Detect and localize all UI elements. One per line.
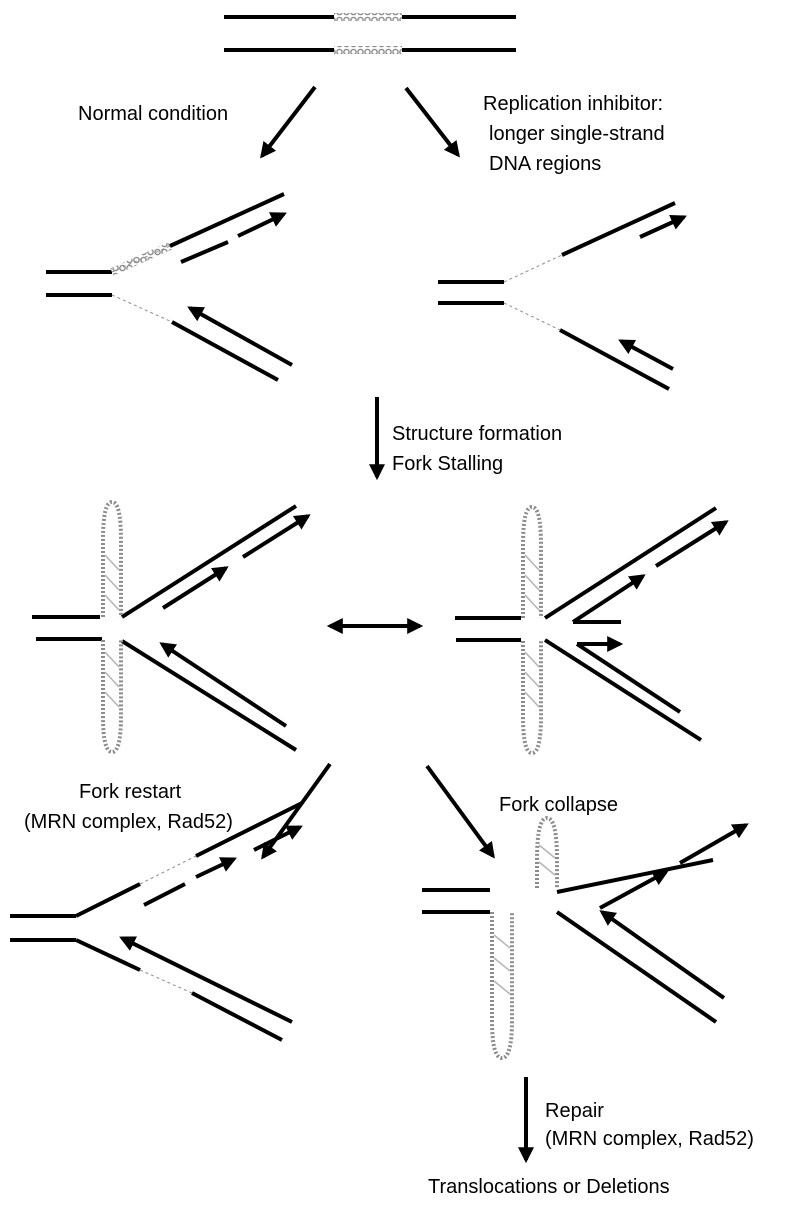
stalled-fork-right [455, 504, 729, 756]
label-normal-condition: Normal condition [78, 103, 228, 125]
hairpin-collapsed-bottom [490, 912, 514, 1061]
hairpin-top-left [101, 499, 123, 617]
process-arrow-restart [261, 762, 332, 860]
label-inhibitor-line3: DNA regions [489, 153, 601, 175]
label-fork-stalling: Fork Stalling [392, 453, 503, 475]
hairpin-top-right [521, 504, 543, 618]
hairpin-bottom-right [521, 641, 543, 756]
label-structure-formation: Structure formation [392, 423, 562, 445]
hairpin-collapsed-top [535, 815, 559, 888]
fork-normal [46, 192, 293, 382]
label-fork-restart-line1: Fork restart [79, 781, 182, 803]
hairpin-bottom-left [101, 640, 123, 755]
stalled-fork-left [32, 499, 311, 755]
label-outcome: Translocations or Deletions [428, 1176, 670, 1198]
label-repair-line1: Repair [545, 1100, 604, 1122]
label-inhibitor-line2: longer single-strand [489, 123, 665, 145]
label-fork-restart-line2: (MRN complex, Rad52) [24, 811, 233, 833]
parental-dna [224, 13, 516, 54]
label-fork-collapse: Fork collapse [499, 794, 618, 816]
restarted-fork [10, 801, 303, 1042]
process-arrow-collapse [425, 764, 495, 859]
fork-inhibitor [438, 201, 687, 391]
label-inhibitor-line1: Replication inhibitor: [483, 93, 663, 115]
label-repair-line2: (MRN complex, Rad52) [545, 1128, 754, 1150]
process-arrow-inhibitor [404, 86, 460, 158]
collapsed-fork [422, 815, 749, 1061]
process-arrow-normal [260, 85, 317, 159]
